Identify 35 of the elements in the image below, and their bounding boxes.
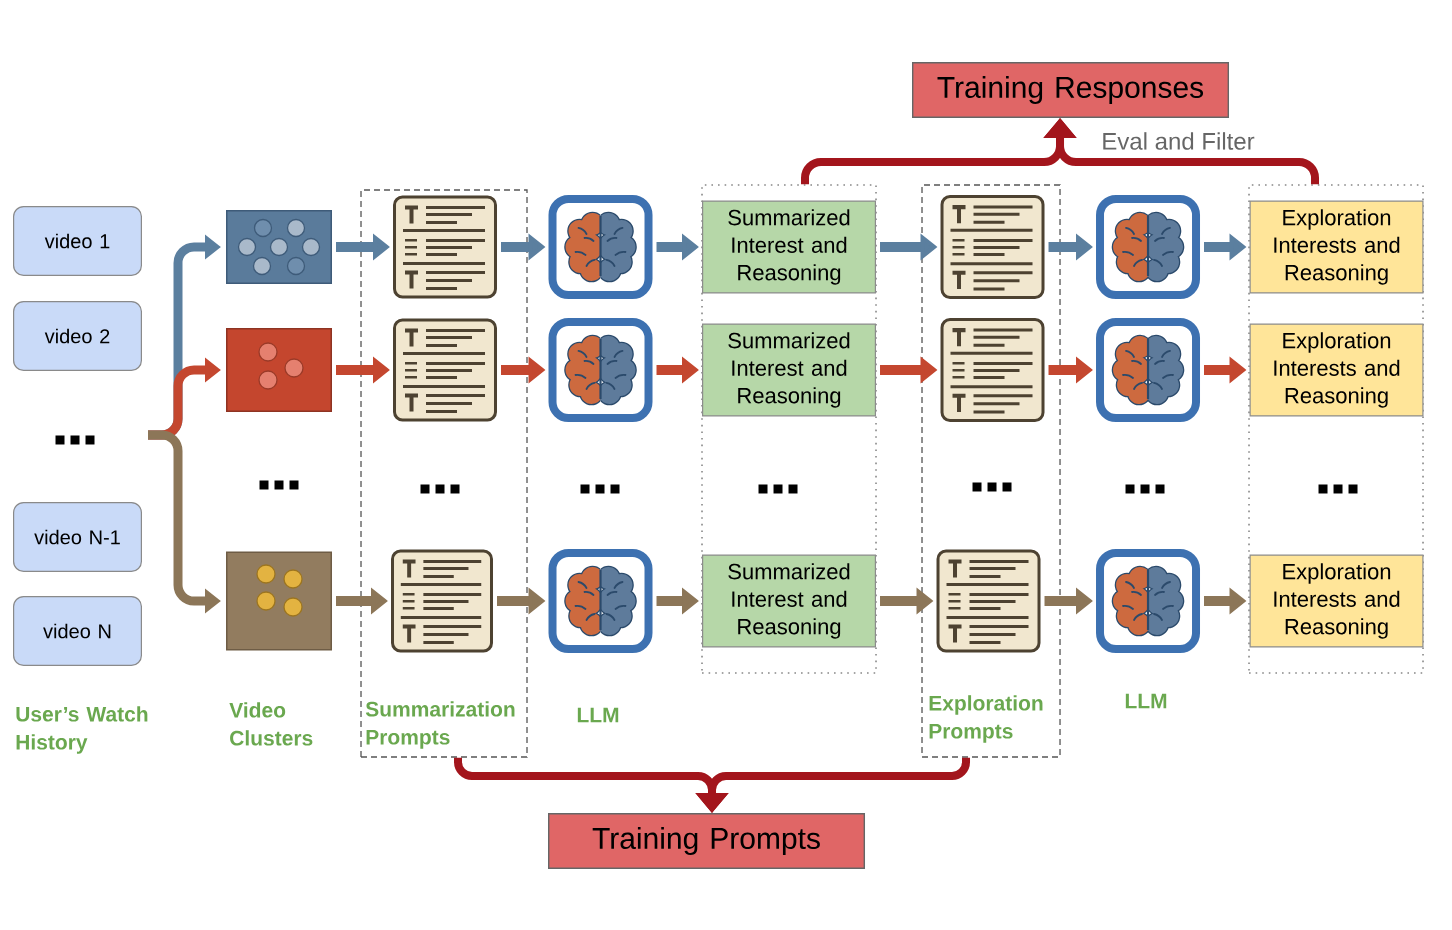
brain-icon <box>548 318 653 422</box>
text-box: Exploration Interests and Reasoning <box>1249 200 1424 294</box>
document-icon <box>393 318 497 422</box>
dot-cluster-box <box>226 210 332 284</box>
column-label: Summarization Prompts <box>365 701 515 749</box>
text-box: Exploration Interests and Reasoning <box>1249 554 1424 648</box>
text-box: Exploration Interests and Reasoning <box>1249 323 1424 417</box>
brain-icon <box>1096 549 1200 653</box>
column-label: Video Clusters <box>229 702 313 746</box>
document-icon <box>393 195 497 299</box>
brain-icon <box>1096 318 1200 422</box>
column-label: Exploration Prompts <box>929 695 1043 743</box>
column-label: LLM <box>577 707 619 723</box>
rounded-box: video N-1 <box>13 502 142 572</box>
column-label: LLM <box>1125 693 1167 709</box>
dotted-frame <box>701 184 877 674</box>
dot-cluster-box <box>226 551 332 651</box>
rounded-box: video 2 <box>13 301 142 371</box>
brain-icon <box>548 195 653 299</box>
rounded-box: video N <box>13 596 142 666</box>
rounded-box: video 1 <box>13 206 142 276</box>
document-icon <box>940 195 1045 299</box>
text-box: Summarized Interest and Reasoning <box>702 323 876 417</box>
brain-icon <box>548 549 653 653</box>
column-label: User’s Watch History <box>16 706 148 754</box>
document-icon <box>391 549 493 653</box>
output-box: Training Prompts <box>548 813 866 869</box>
document-icon <box>940 318 1045 422</box>
document-icon <box>936 549 1041 653</box>
dot-cluster-box <box>226 328 332 412</box>
edge-label: Eval and Filter <box>1099 130 1257 152</box>
brain-icon <box>1096 195 1200 299</box>
text-box: Summarized Interest and Reasoning <box>702 554 876 648</box>
output-box: Training Responses <box>912 62 1229 118</box>
text-box: Summarized Interest and Reasoning <box>702 200 876 294</box>
